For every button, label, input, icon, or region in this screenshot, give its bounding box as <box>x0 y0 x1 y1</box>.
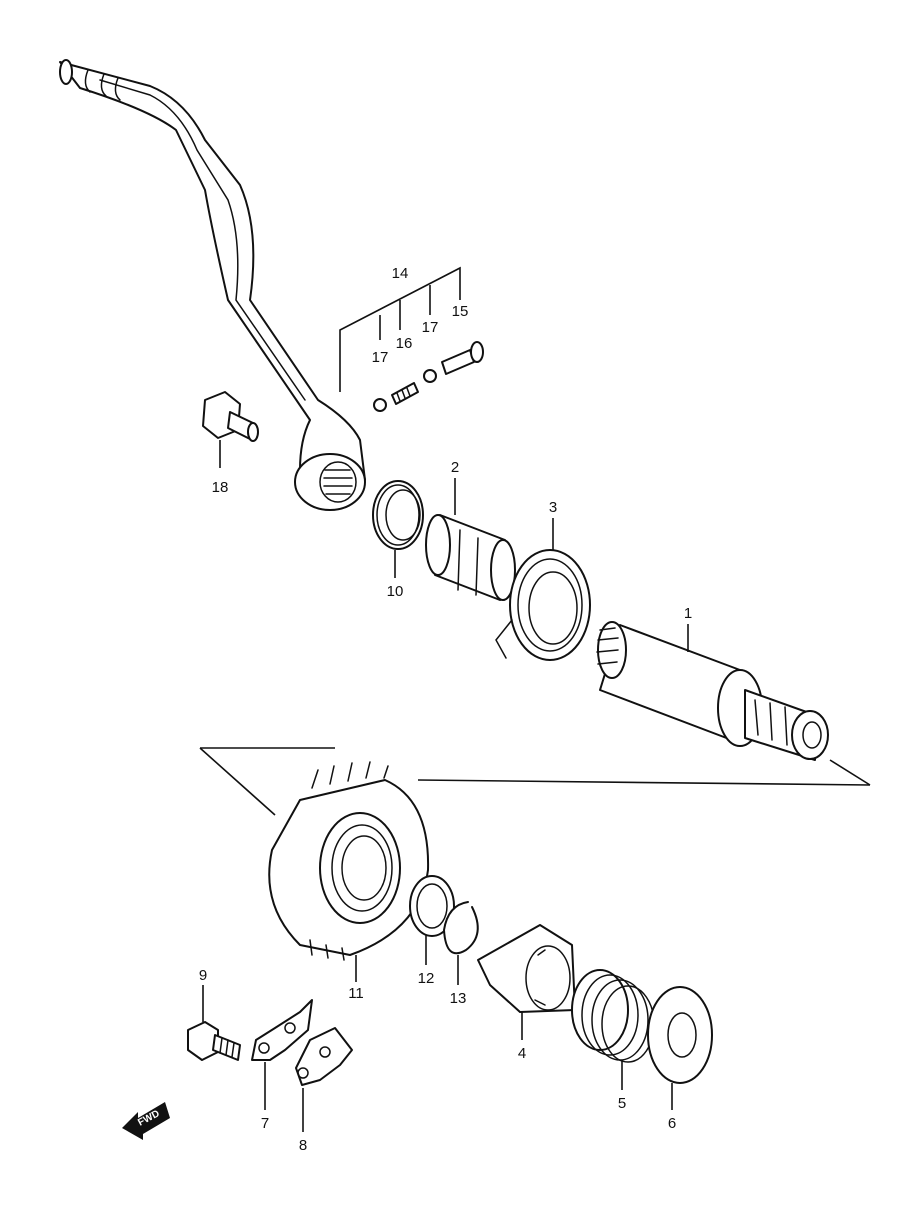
spring-5 <box>571 969 655 1090</box>
callout-11: 11 <box>348 985 364 1002</box>
callout-6: 6 <box>668 1115 676 1132</box>
detent-parts-group <box>339 266 484 412</box>
kick-starter-gear-11 <box>268 761 430 982</box>
callout-9: 9 <box>199 967 207 984</box>
callout-3: 3 <box>549 499 557 516</box>
callout-labels: 1 2 3 4 5 6 7 8 9 10 11 12 13 14 15 16 1… <box>199 265 692 1154</box>
circlip-13 <box>443 901 479 985</box>
assembly-lines <box>199 747 871 816</box>
stopper-plate-8 <box>295 1027 353 1132</box>
bushing-2 <box>425 478 516 601</box>
callout-16: 16 <box>396 335 413 352</box>
washer-6 <box>647 986 713 1110</box>
callout-5: 5 <box>618 1095 626 1112</box>
kick-starter-lever <box>59 59 366 511</box>
callout-1: 1 <box>684 605 692 622</box>
bolt-9 <box>187 985 241 1061</box>
kick-spring-3 <box>495 518 591 661</box>
callout-12: 12 <box>418 970 435 987</box>
callout-7: 7 <box>261 1115 269 1132</box>
callout-17-left: 17 <box>372 349 389 366</box>
callout-4: 4 <box>518 1045 526 1062</box>
callout-2: 2 <box>451 459 459 476</box>
starter-guide-4 <box>477 924 576 1040</box>
fwd-direction-arrow-icon: FWD <box>122 1102 170 1140</box>
callout-17-right: 17 <box>422 319 439 336</box>
callout-8: 8 <box>299 1137 307 1154</box>
callout-10: 10 <box>387 583 404 600</box>
callout-14: 14 <box>392 265 409 282</box>
callout-15: 15 <box>452 303 469 320</box>
oil-seal-10 <box>372 480 424 578</box>
stopper-plate-7 <box>251 999 313 1110</box>
callout-18: 18 <box>212 479 229 496</box>
callout-13: 13 <box>450 990 467 1007</box>
washer-12 <box>409 875 455 965</box>
kick-shaft-1 <box>596 621 829 761</box>
pinch-bolt-18 <box>202 391 259 468</box>
